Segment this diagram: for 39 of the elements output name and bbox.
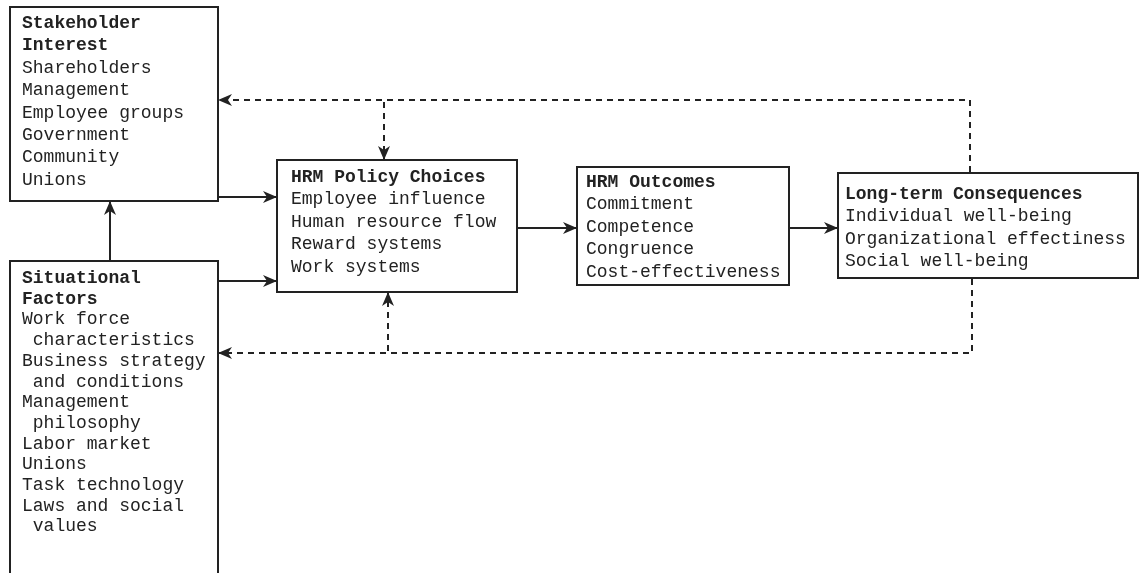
list-item: Work systems [291, 255, 422, 279]
box-heading: Long-term Consequences [845, 183, 1084, 206]
process-box [576, 166, 790, 286]
list-item: Work force characteristics [22, 309, 196, 351]
list-item: Competence [586, 215, 696, 239]
list-item: Congruence [586, 238, 696, 261]
arrow [218, 191, 277, 203]
list-item: Human resource flow [291, 210, 498, 234]
list-item: Individual well-being [845, 205, 1073, 228]
list-item: Government [22, 124, 132, 147]
list-item: Reward systems [291, 233, 444, 256]
list-item: Employee influence [291, 188, 487, 211]
box-heading: HRM Outcomes [586, 171, 717, 194]
list-item: Management philosophy [22, 392, 142, 434]
process-box [837, 172, 1139, 279]
arrow [104, 201, 116, 261]
list-item: Organizational effectiness [845, 227, 1127, 251]
list-item: Community [22, 146, 121, 169]
list-item: Unions [22, 168, 88, 192]
list-item: Shareholders [22, 56, 153, 80]
process-box [276, 159, 518, 293]
arrow [218, 275, 277, 287]
list-item: Task technology [22, 475, 186, 496]
arrow [789, 222, 838, 234]
list-item: Commitment [586, 193, 696, 216]
list-item: Cost-effectiveness [586, 260, 782, 284]
process-box [9, 260, 219, 573]
box-heading: Stakeholder Interest [22, 12, 142, 57]
process-box [9, 6, 219, 202]
arrow [517, 222, 577, 234]
list-item: Business strategy and conditions [22, 350, 207, 393]
list-item: Employee groups [22, 101, 186, 125]
box-heading: HRM Policy Choices [291, 166, 487, 189]
list-item: Unions [22, 454, 88, 476]
list-item: Labor market [22, 433, 153, 455]
list-item: Social well-being [845, 250, 1030, 273]
box-heading: Situational Factors [22, 268, 142, 310]
list-item: Laws and social values [22, 495, 186, 538]
list-item: Management [22, 79, 132, 102]
